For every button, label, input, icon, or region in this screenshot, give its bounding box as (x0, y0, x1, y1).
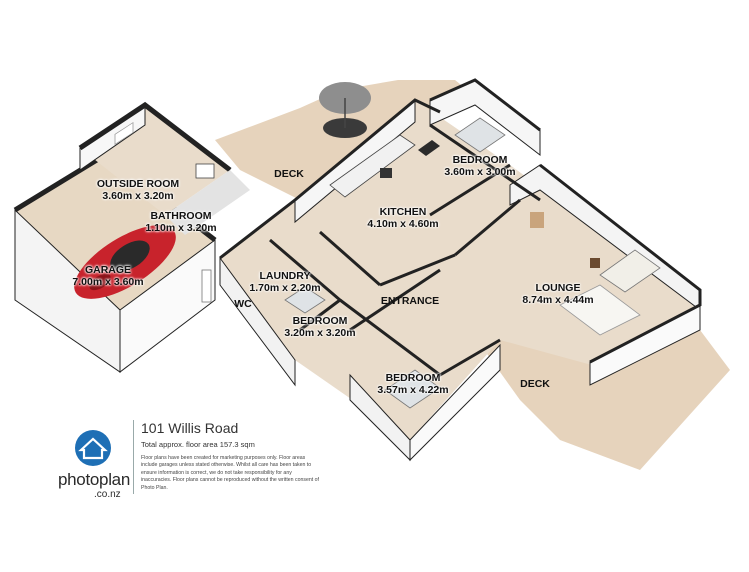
brand-name: photoplan (58, 470, 130, 489)
garage-door (201, 269, 212, 303)
outdoor-table-icon (319, 82, 371, 138)
bed-2-icon (284, 286, 326, 314)
disclaimer-text: Floor plans have been created for market… (141, 455, 319, 491)
car-icon (74, 225, 176, 299)
oven-icon (380, 168, 392, 178)
garage-wall-front (119, 239, 216, 374)
bed-3-icon (384, 369, 441, 409)
house-front-wall-left (219, 256, 296, 387)
property-address: 101 Willis Road (141, 420, 239, 436)
kitchen-bench (329, 134, 416, 198)
deck-bottom-surface (470, 320, 730, 470)
bathroom-floor (165, 170, 250, 235)
info-divider (133, 420, 134, 494)
brand-domain: .co.nz (94, 489, 121, 500)
area-label-wc: WC (234, 298, 252, 310)
garage-floor (15, 155, 215, 310)
interior-walls (219, 78, 702, 377)
outside-room-wall-top (78, 101, 232, 172)
bed-1-icon (454, 117, 506, 153)
bedroom-3-side-wall (409, 343, 501, 462)
area-label-deck-top: DECK (274, 168, 304, 180)
window-outside-room (114, 121, 134, 145)
area-label-entrance: ENTRANCE (380, 295, 440, 307)
lounge-furniture (530, 212, 661, 336)
bath-fixture (195, 163, 215, 179)
floor-area-text: Total approx. floor area 157.3 sqm (141, 440, 255, 449)
fridge-icon (418, 140, 440, 156)
photoplan-logo-icon (75, 430, 111, 466)
area-label-deck-bottom: DECK (520, 378, 550, 390)
